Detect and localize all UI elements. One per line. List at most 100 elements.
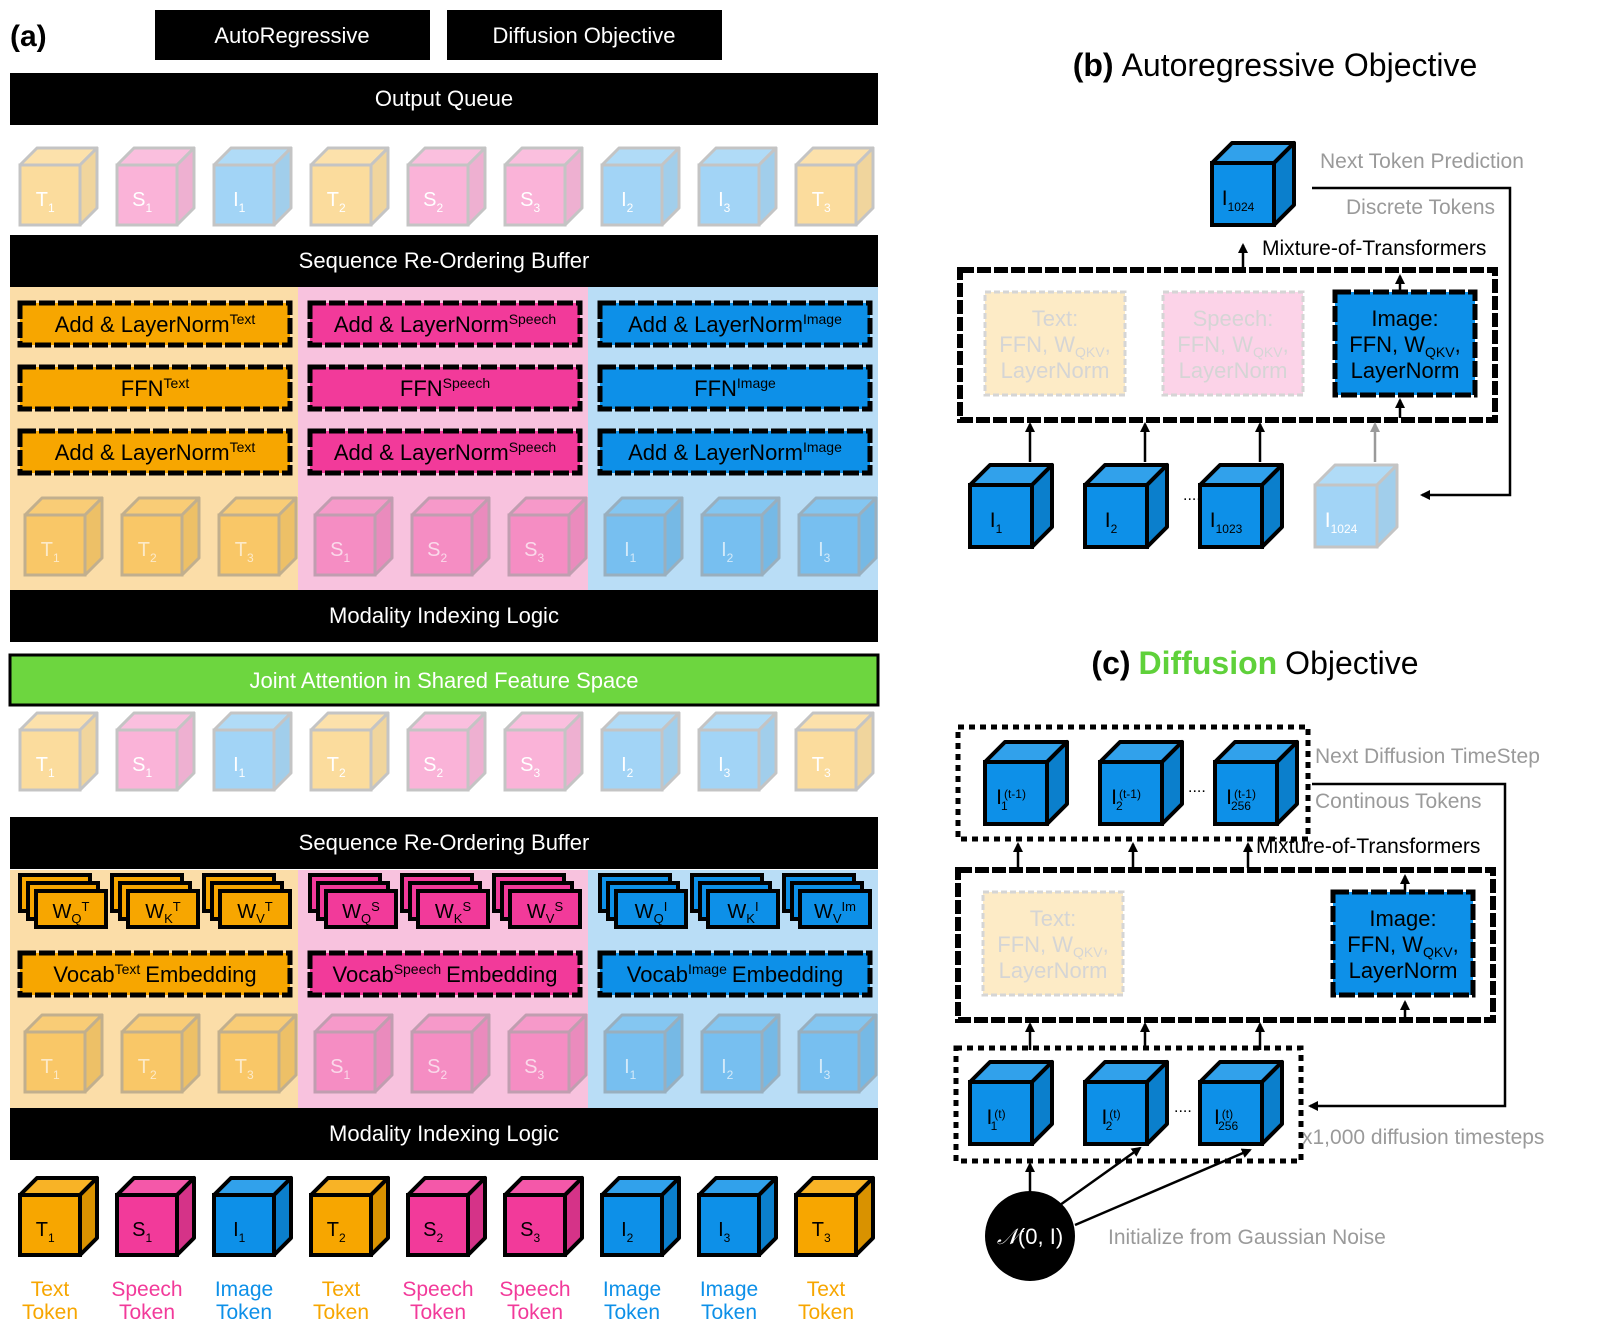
speech-addnorm-bottom-label-sup: Speech — [509, 439, 556, 455]
b-input-cube-0-label-sub: 1 — [996, 522, 1003, 536]
row-input-cube-5-label-base: S — [520, 1219, 533, 1241]
c-top-cube-1: I(t-1)2 — [1098, 740, 1184, 826]
text-upper-cube-2-side-face — [277, 496, 298, 577]
row-output-cube-7-top-face — [697, 146, 778, 167]
row-output-cube-3-front-face — [309, 163, 373, 227]
c-bottom-cube-2: I(t)256 — [1198, 1060, 1284, 1146]
speech-upper-cube-0-top-face — [313, 496, 394, 517]
image-addnorm-top-frame — [597, 300, 873, 348]
image-upper-cube-0-label-base: I — [624, 539, 630, 561]
image-upper-cube-0-front-face — [603, 513, 667, 577]
row-output-cube-7-front-face — [697, 163, 761, 227]
image-lower-cube-0-label-base: I — [624, 1056, 630, 1078]
autoregressive-button[interactable] — [155, 10, 430, 60]
panel-a-label: (a) — [10, 20, 47, 53]
row-output-cube-3-label: T2 — [327, 189, 346, 215]
token-caption-3-0: Text — [322, 1278, 361, 1301]
reorder-buffer-bar-top — [10, 235, 878, 287]
panel-b-title-text: Autoregressive Objective — [1122, 47, 1478, 83]
b-input-cube-0-front-face — [968, 483, 1034, 549]
speech-lower-cube-2: S3 — [507, 1013, 588, 1094]
token-caption-5-0: Speech — [499, 1278, 570, 1301]
text-addnorm-top-label-sup: Text — [230, 311, 256, 327]
c-top-cube-0-front-face — [983, 760, 1049, 826]
text-weight-2-base: W — [237, 901, 256, 923]
image-ffn-label: FFNImage — [694, 375, 776, 401]
row-input-cube-2: I1 — [212, 1176, 293, 1257]
speech-weight-2-base: W — [527, 901, 546, 923]
row-middle-cube-4-label-base: S — [423, 754, 436, 776]
row-input-cube-1-label-base: S — [132, 1219, 145, 1241]
row-output-cube-3-side-face — [369, 146, 390, 227]
speech-addnorm-bottom-label: Add & LayerNormSpeech — [334, 439, 556, 465]
row-middle-cube-7-label: I3 — [718, 754, 731, 780]
text-lower-cube-1-label: T2 — [138, 1056, 157, 1082]
speech-lower-cube-0-side-face — [373, 1013, 394, 1094]
row-input-cube-3: T2 — [309, 1176, 390, 1257]
reorder-buffer-label-bottom: Sequence Re-Ordering Buffer — [299, 830, 590, 855]
image-vocab-sup: Image — [688, 961, 727, 977]
text-addnorm-top-label: Add & LayerNormText — [55, 311, 256, 337]
row-output-cube-0-front-face — [18, 163, 82, 227]
speech-addnorm-bottom-label-main: Add & LayerNorm — [334, 440, 509, 465]
row-output-cube-0-label: T1 — [36, 189, 55, 215]
row-output-cube-4-label-sub: 2 — [437, 201, 444, 215]
speech-addnorm-bottom — [307, 428, 583, 476]
row-middle-cube-7: I3 — [697, 711, 778, 792]
speech-lower-cube-0-label-sub: 1 — [344, 1068, 351, 1082]
b-input-cube-3: I1024 — [1313, 463, 1399, 549]
c-bottom-cube-2-label-base: I — [1214, 1106, 1220, 1129]
row-output-cube-2-label-sub: 1 — [239, 201, 246, 215]
token-caption-2-1: Token — [216, 1301, 272, 1324]
speech-vocab-sup: Speech — [394, 961, 441, 977]
speech-ffn-label-sup: Speech — [443, 375, 490, 391]
image-upper-cube-0-label-sub: 1 — [630, 551, 637, 565]
image-upper-cube-1-label-base: I — [721, 539, 727, 561]
modality-logic-label-top: Modality Indexing Logic — [329, 603, 559, 628]
row-input-cube-8-front-face — [794, 1193, 858, 1257]
b-expert-text-line2-pre: FFN, W — [999, 332, 1075, 357]
row-input-cube-1-label: S1 — [132, 1219, 152, 1245]
text-upper-cube-2: T3 — [217, 496, 298, 577]
image-upper-cube-2-side-face — [857, 496, 878, 577]
row-output-cube-2-side-face — [272, 146, 293, 227]
c-bottom-cube-0-front-face — [968, 1080, 1034, 1146]
panel-c-label: (c) — [1091, 645, 1130, 681]
b-expert-speech-line2-sub: QKV — [1253, 344, 1283, 360]
speech-upper-cube-0-front-face — [313, 513, 377, 577]
speech-lower-cube-2-label: S3 — [524, 1056, 544, 1082]
image-ffn — [597, 364, 873, 412]
token-caption-3-1: Token — [313, 1301, 369, 1324]
text-ffn-frame — [17, 364, 293, 412]
b-expert-image: Image:FFN, WQKV,LayerNorm — [1332, 289, 1478, 398]
image-upper-cube-2: I3 — [797, 496, 878, 577]
speech-lower-cube-1-label: S2 — [427, 1056, 447, 1082]
text-upper-cube-0-label-base: T — [41, 539, 53, 561]
token-caption-7-1: Token — [701, 1301, 757, 1324]
speech-weight-0-sup: S — [371, 899, 380, 914]
row-middle-cube-8-label-base: T — [812, 754, 824, 776]
image-upper-cube-2-label-sub: 3 — [824, 551, 831, 565]
row-middle-cube-7-label-base: I — [718, 754, 724, 776]
image-weight-1-sup: I — [755, 899, 759, 914]
diffusion-objective-button[interactable] — [447, 10, 722, 60]
speech-upper-cube-1-front-face — [410, 513, 474, 577]
token-caption-5-1: Token — [507, 1301, 563, 1324]
image-upper-cube-1-front-face — [700, 513, 764, 577]
speech-addnorm-top-label-main: Add & LayerNorm — [334, 312, 509, 337]
speech-upper-cube-2-label-base: S — [524, 539, 537, 561]
text-vocab-frame — [17, 950, 293, 998]
row-middle-cube-5-label-sub: 3 — [534, 766, 541, 780]
gaussian-noise-node — [985, 1191, 1075, 1281]
row-output-cube-4-top-face — [406, 146, 487, 167]
row-input-cube-3-front-face — [309, 1193, 373, 1257]
speech-lower-cube-0-front-face — [313, 1030, 377, 1094]
speech-upper-cube-0-label: S1 — [330, 539, 350, 565]
text-weight-v: WVT — [202, 873, 292, 929]
text-weight-0-layer-2 — [34, 889, 108, 929]
b-input-cube-3-top-face — [1313, 463, 1399, 487]
speech-lower-cube-2-top-face — [507, 1013, 588, 1034]
c-bottom-cube-0: I(t)1 — [968, 1060, 1054, 1146]
speech-lower-cube-1-label-base: S — [427, 1056, 440, 1078]
